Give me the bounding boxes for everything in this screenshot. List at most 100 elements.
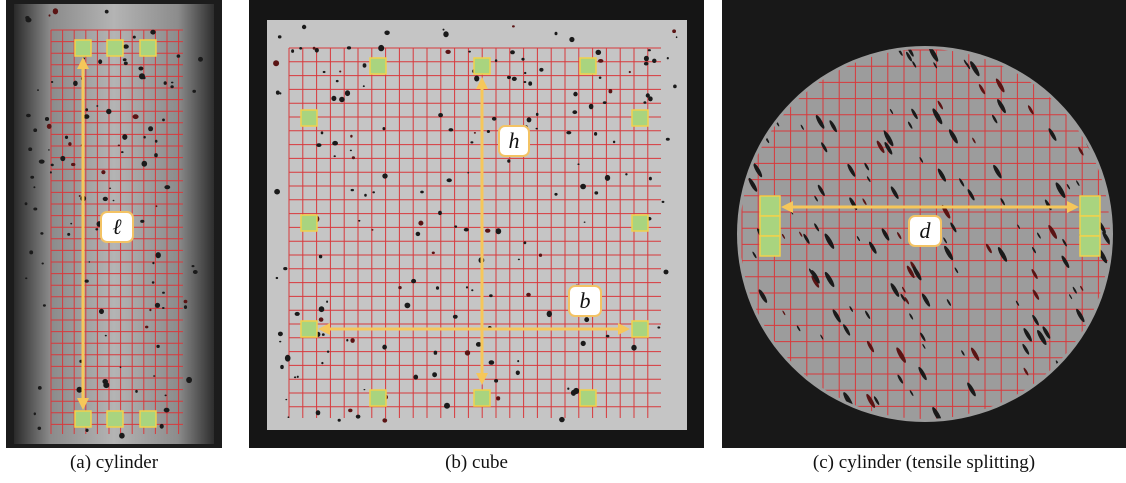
pore bbox=[1061, 255, 1070, 269]
pore bbox=[362, 85, 365, 88]
pore bbox=[351, 156, 355, 160]
pore bbox=[299, 47, 303, 50]
pore bbox=[25, 277, 28, 280]
pore bbox=[510, 50, 515, 55]
pore bbox=[135, 389, 138, 393]
pore bbox=[647, 49, 651, 52]
pore bbox=[666, 57, 669, 60]
pore bbox=[584, 317, 590, 323]
pore bbox=[546, 310, 552, 318]
pore bbox=[163, 81, 167, 85]
pore bbox=[781, 233, 786, 239]
pore bbox=[881, 228, 890, 241]
pore bbox=[318, 306, 325, 313]
pore bbox=[154, 139, 158, 143]
pore bbox=[275, 90, 280, 95]
pore bbox=[1017, 224, 1020, 229]
pore bbox=[1069, 294, 1073, 300]
pore bbox=[71, 162, 76, 167]
pore bbox=[415, 231, 421, 237]
pore bbox=[321, 333, 325, 336]
pore bbox=[164, 394, 167, 397]
pore bbox=[967, 189, 975, 201]
pore bbox=[612, 140, 616, 144]
marker-square bbox=[369, 57, 387, 75]
pore bbox=[24, 202, 28, 206]
pore bbox=[273, 60, 280, 67]
pore bbox=[906, 265, 915, 279]
pore bbox=[922, 343, 926, 349]
marker-square bbox=[1079, 215, 1101, 237]
pore bbox=[933, 62, 938, 69]
pore bbox=[49, 171, 52, 174]
pore bbox=[26, 113, 31, 118]
pore bbox=[528, 81, 533, 86]
pore bbox=[132, 114, 139, 120]
splitting-photo: d bbox=[722, 0, 1126, 448]
pore bbox=[970, 61, 980, 77]
pore bbox=[523, 241, 527, 245]
pore bbox=[992, 114, 998, 124]
pore bbox=[554, 192, 558, 196]
pore bbox=[121, 151, 124, 154]
pore bbox=[864, 162, 870, 171]
pore bbox=[438, 113, 443, 118]
pore bbox=[811, 270, 820, 284]
pore bbox=[30, 175, 35, 179]
pore bbox=[569, 36, 575, 43]
pore bbox=[918, 366, 927, 381]
pore bbox=[486, 130, 490, 133]
marker-square bbox=[74, 39, 92, 57]
marker-square bbox=[631, 109, 649, 127]
pore bbox=[378, 44, 385, 52]
pore bbox=[909, 390, 914, 397]
pore bbox=[29, 250, 34, 255]
pore bbox=[815, 115, 825, 129]
pore bbox=[285, 398, 288, 401]
pore bbox=[876, 140, 885, 154]
pore bbox=[588, 103, 594, 110]
pore bbox=[333, 155, 336, 158]
pore bbox=[183, 299, 188, 304]
pore bbox=[868, 241, 877, 254]
pore bbox=[865, 310, 871, 319]
pore bbox=[758, 289, 768, 303]
pore bbox=[643, 55, 649, 62]
pore bbox=[485, 228, 491, 233]
pore bbox=[985, 243, 992, 254]
pore bbox=[1062, 238, 1067, 247]
pore bbox=[814, 195, 818, 202]
pore bbox=[44, 117, 50, 121]
pore bbox=[463, 227, 469, 232]
label-length: ℓ bbox=[100, 211, 134, 243]
pore bbox=[900, 293, 906, 302]
pore bbox=[435, 286, 440, 290]
pore bbox=[1076, 180, 1080, 186]
pore bbox=[33, 412, 36, 416]
pore bbox=[512, 25, 515, 28]
marker-square bbox=[139, 39, 157, 57]
pore bbox=[824, 233, 835, 249]
pore bbox=[944, 245, 954, 261]
pore bbox=[1022, 343, 1030, 355]
pore bbox=[362, 63, 367, 68]
caption-c: (c) cylinder (tensile splitting) bbox=[812, 452, 1036, 473]
markers bbox=[300, 57, 649, 407]
pore bbox=[326, 350, 330, 353]
pore bbox=[665, 137, 670, 141]
pore bbox=[48, 149, 50, 151]
pore bbox=[470, 141, 474, 144]
pore bbox=[155, 252, 161, 259]
pore bbox=[652, 58, 657, 63]
pore bbox=[119, 432, 125, 439]
pore bbox=[291, 49, 295, 53]
marker-group-bottom bbox=[74, 410, 157, 428]
pore bbox=[967, 382, 976, 397]
pore bbox=[432, 372, 437, 378]
marker-square bbox=[579, 389, 597, 407]
pore bbox=[535, 127, 538, 130]
pore bbox=[33, 186, 36, 189]
pore bbox=[318, 254, 323, 259]
pore bbox=[109, 187, 112, 189]
pore bbox=[1078, 146, 1084, 156]
